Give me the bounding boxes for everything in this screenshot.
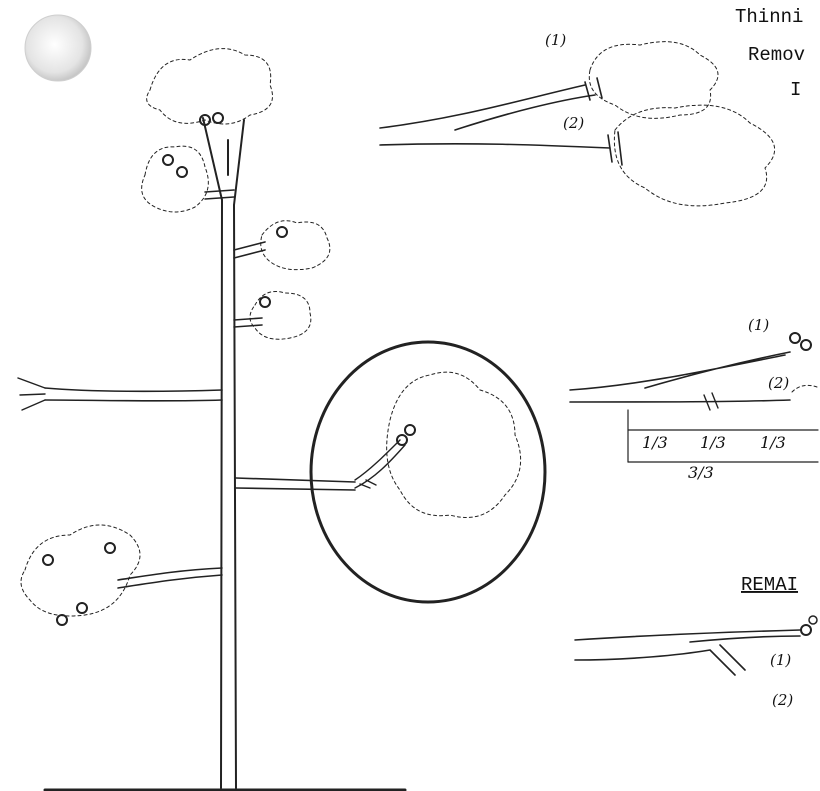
tree-trunk xyxy=(203,118,244,788)
left-lower-branch xyxy=(118,568,222,588)
left-branch xyxy=(18,378,222,410)
measure-third-2: 1/3 xyxy=(700,433,726,452)
note-line-3: I xyxy=(790,79,801,101)
label-2-top: (2) xyxy=(563,114,584,132)
label-2-mid: (2) xyxy=(768,374,789,392)
measure-third-1: 1/3 xyxy=(642,433,668,452)
measure-whole: 3/3 xyxy=(688,463,714,482)
note-line-1: Thinni xyxy=(735,6,803,28)
note-line-2: Remov xyxy=(748,44,805,66)
foliage-crown xyxy=(147,49,273,125)
label-1-top: (1) xyxy=(545,31,566,49)
label-1-mid: (1) xyxy=(748,316,769,334)
detail-circle xyxy=(311,342,545,602)
measure-third-3: 1/3 xyxy=(760,433,786,452)
foliage-left-lower xyxy=(21,525,140,625)
foliage-left-upper xyxy=(142,146,209,212)
label-1-low: (1) xyxy=(770,651,791,669)
moon-icon xyxy=(25,15,91,81)
note-remaining: REMAI xyxy=(741,574,798,596)
foliage-right-1 xyxy=(261,221,330,270)
right-branches xyxy=(205,190,355,490)
label-2-low: (2) xyxy=(772,691,793,709)
foliage-right-2 xyxy=(250,292,311,340)
